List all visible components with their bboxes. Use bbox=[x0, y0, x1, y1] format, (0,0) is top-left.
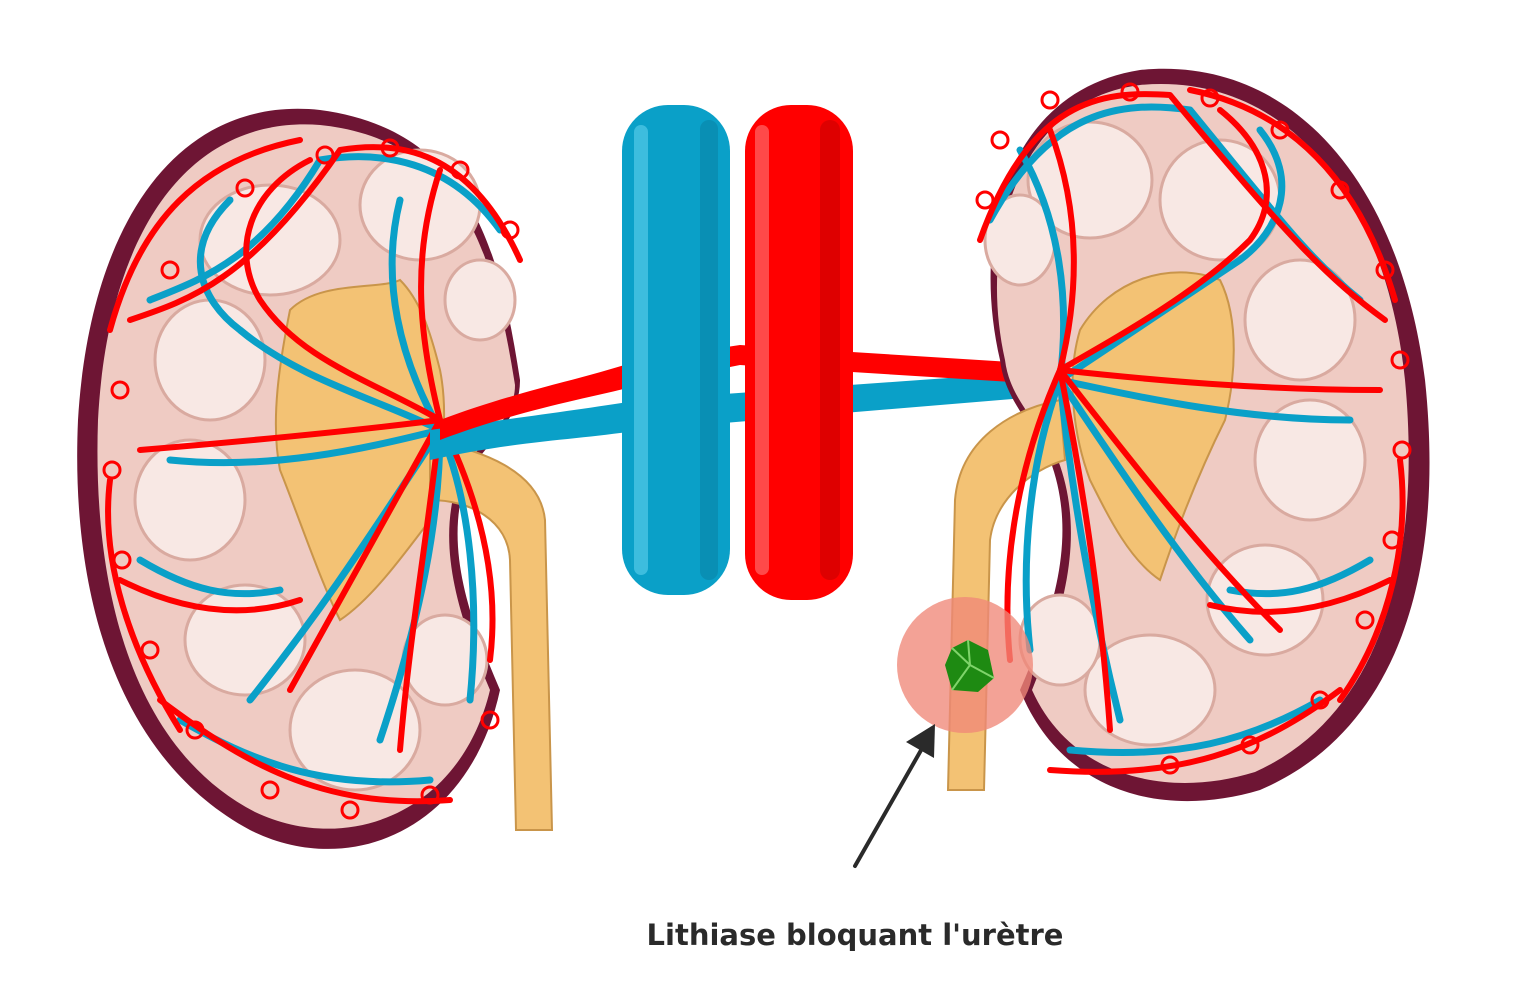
left-kidney bbox=[77, 108, 554, 849]
right-pyramid-4 bbox=[1253, 398, 1367, 522]
annotation-label: Lithiase bloquant l'urètre bbox=[646, 918, 1064, 952]
renal-artery bbox=[440, 345, 1060, 440]
left-pyramid-4 bbox=[133, 438, 247, 562]
pointer-arrow bbox=[853, 724, 935, 868]
left-pyramid-3 bbox=[153, 298, 267, 422]
right-pyramid-3 bbox=[1243, 258, 1357, 382]
kidney-stone-highlight bbox=[897, 597, 1033, 733]
left-pyramid-8 bbox=[443, 258, 517, 342]
right-renal-pelvis bbox=[1071, 271, 1235, 582]
right-kidney bbox=[946, 68, 1430, 802]
left-pyramid-6 bbox=[288, 668, 422, 792]
right-pyramid-5 bbox=[1205, 543, 1325, 657]
